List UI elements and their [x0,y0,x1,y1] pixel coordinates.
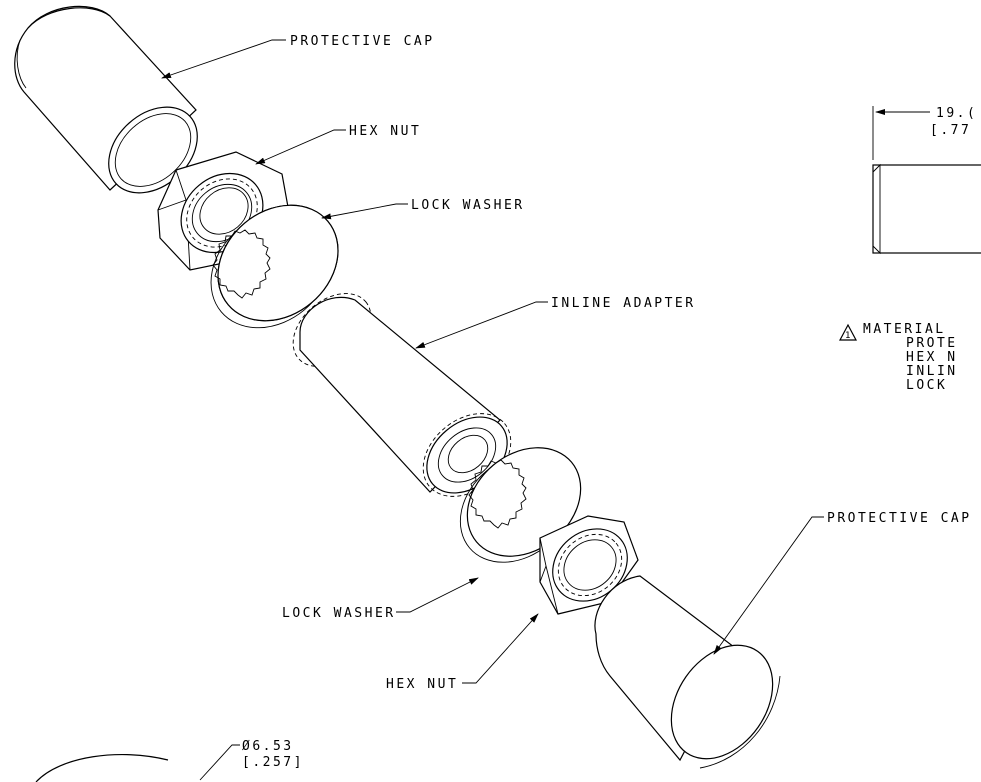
callout-hex-nut-top: HEX NUT [349,124,421,139]
callout-protective-cap-bottom: PROTECTIVE CAP [827,511,972,526]
material-note-line-4: LOCK [906,378,947,393]
material-note-line-1: PROTE [906,336,958,351]
diameter-dimension-mm: Ø6.53 [242,739,294,754]
leader-lines [161,39,824,684]
side-view [872,106,981,255]
callout-lock-washer-top: LOCK WASHER [411,198,525,213]
material-note-line-2: HEX N [906,350,958,365]
callout-protective-cap-top: PROTECTIVE CAP [290,34,435,49]
note-flag-number: 1 [845,331,850,341]
callout-lock-washer-bottom: LOCK WASHER [282,606,396,621]
callout-inline-adapter: INLINE ADAPTER [551,296,696,311]
diameter-leader [199,744,240,781]
diameter-dimension-in: [.257] [242,755,304,770]
callout-hex-nut-bottom: HEX NUT [386,677,458,692]
length-dimension-in: [.77 [930,123,971,138]
length-dimension-mm: 19.( [936,106,977,121]
protective-cap-bottom [594,575,781,769]
material-note-flag: 1 [839,323,857,341]
lock-washer-top [210,204,339,329]
material-note-line-3: INLIN [906,364,958,379]
material-note-title: MATERIAL [863,322,946,337]
diameter-view-arc [35,753,169,782]
